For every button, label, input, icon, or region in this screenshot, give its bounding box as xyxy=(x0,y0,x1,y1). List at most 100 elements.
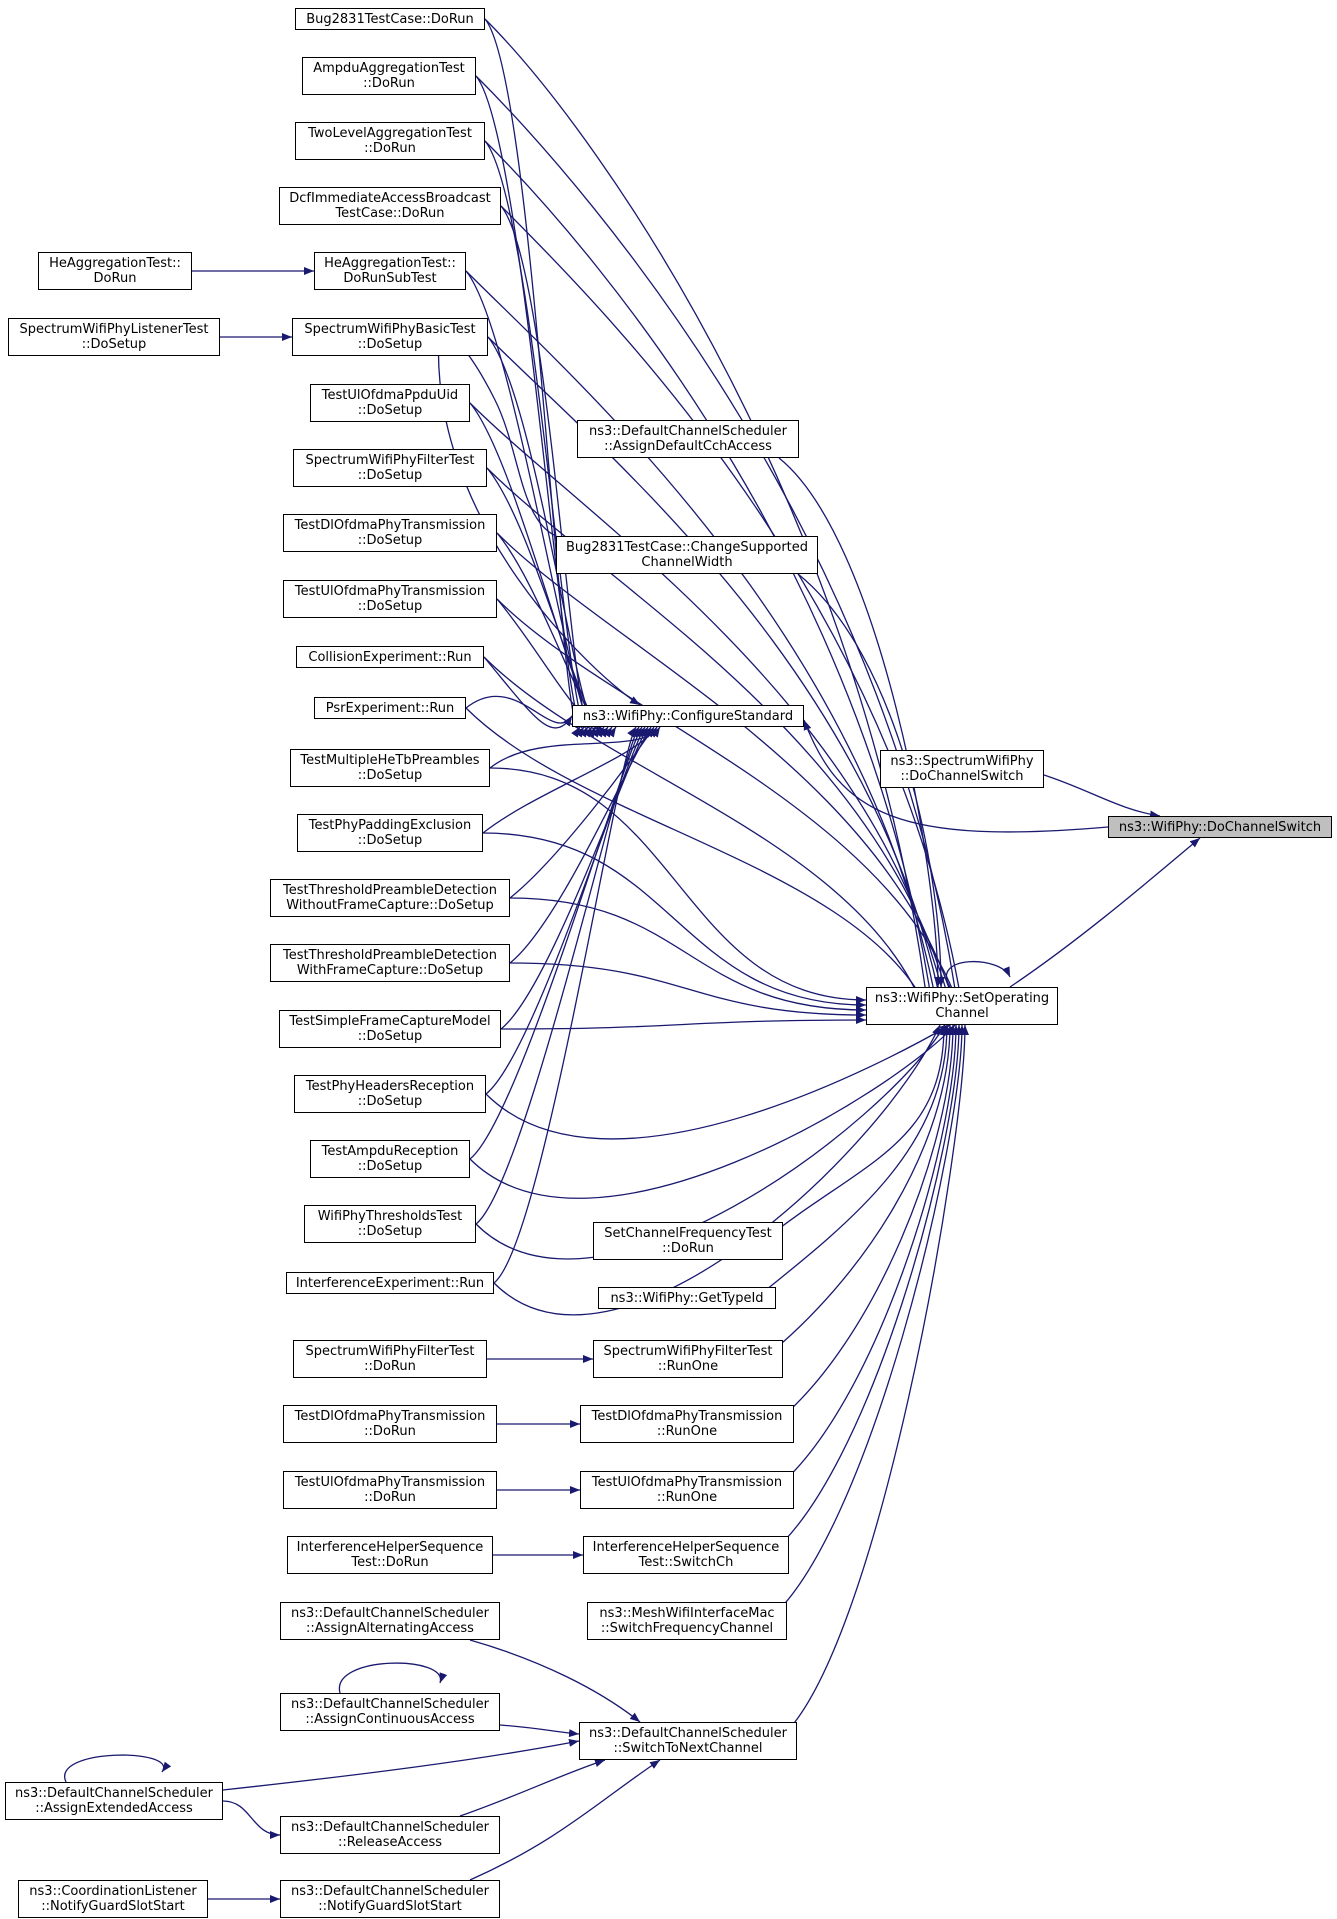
node-label-line: ::DoSetup xyxy=(357,1224,423,1239)
node-listener-setup[interactable]: SpectrumWifiPhyListenerTest::DoSetup xyxy=(8,318,220,356)
node-padding-setup[interactable]: TestPhyPaddingExclusion::DoSetup xyxy=(297,814,483,852)
node-filter-dorun[interactable]: SpectrumWifiPhyFilterTest::DoRun xyxy=(293,1340,487,1378)
node-headers-setup[interactable]: TestPhyHeadersReception::DoSetup xyxy=(294,1075,486,1113)
edge-assign-cont-to-assign-cont xyxy=(339,1662,448,1694)
node-filter-setup[interactable]: SpectrumWifiPhyFilterTest::DoSetup xyxy=(293,449,487,487)
node-label-line: ns3::WifiPhy::ConfigureStandard xyxy=(582,708,794,724)
node-twolevel-dorun[interactable]: TwoLevelAggregationTest::DoRun xyxy=(295,122,485,160)
node-label-line: Test::SwitchCh xyxy=(638,1555,734,1570)
node-ampdu-dorun[interactable]: AmpduAggregationTest::DoRun xyxy=(302,57,476,95)
node-gettypeid[interactable]: ns3::WifiPhy::GetTypeId xyxy=(598,1287,776,1309)
node-ultx-setup[interactable]: TestUlOfdmaPhyTransmission::DoSetup xyxy=(283,580,497,618)
edge-filter-runone-to-set-op xyxy=(762,1024,954,1360)
node-label-line: SetChannelFrequencyTest xyxy=(604,1226,772,1241)
node-label-line: HeAggregationTest:: xyxy=(49,256,181,271)
node-switch-next[interactable]: ns3::DefaultChannelScheduler::SwitchToNe… xyxy=(579,1722,797,1760)
node-label-line: TestDlOfdmaPhyTransmission xyxy=(591,1409,783,1424)
edge-interf-run-to-set-op xyxy=(493,1024,941,1316)
node-assign-alt[interactable]: ns3::DefaultChannelScheduler::AssignAlte… xyxy=(280,1602,500,1640)
node-assign-cont[interactable]: ns3::DefaultChannelScheduler::AssignCont… xyxy=(280,1693,500,1731)
edge-ampdu-dorun-to-set-op xyxy=(475,75,963,1026)
node-label-line: ns3::DefaultChannelScheduler xyxy=(291,1884,489,1899)
edge-assign-cont-to-switch-next xyxy=(499,1724,580,1738)
node-label-line: ::DoRun xyxy=(364,1424,416,1439)
node-multihe-setup[interactable]: TestMultipleHeTbPreambles::DoSetup xyxy=(290,749,490,787)
node-label-line: ::DoSetup xyxy=(357,1159,423,1174)
edge-mesh-switch-to-set-op xyxy=(766,1024,966,1622)
edge-filter-setup-to-set-op xyxy=(486,467,957,1026)
node-label-line: TestUlOfdmaPpduUid xyxy=(321,388,459,403)
node-label-line: ::DoSetup xyxy=(357,599,423,614)
node-dltx-runone[interactable]: TestDlOfdmaPhyTransmission::RunOne xyxy=(580,1405,794,1443)
edge-assign-cch-to-set-op xyxy=(778,457,942,988)
edge-psr-run-to-configure xyxy=(465,695,573,727)
node-label-line: TestThresholdPreambleDetection xyxy=(283,948,497,963)
node-label-line: ns3::MeshWifiInterfaceMac xyxy=(599,1606,775,1621)
node-dltx-setup[interactable]: TestDlOfdmaPhyTransmission::DoSetup xyxy=(283,514,497,552)
node-mesh-switch[interactable]: ns3::MeshWifiInterfaceMac::SwitchFrequen… xyxy=(587,1602,787,1640)
edge-assign-ext-to-assign-ext xyxy=(64,1754,172,1783)
node-label-line: ::AssignAlternatingAccess xyxy=(306,1621,474,1636)
node-notify-guard[interactable]: ns3::DefaultChannelScheduler::NotifyGuar… xyxy=(280,1880,500,1918)
edge-spectrum-switch-to-do-switch xyxy=(1043,774,1161,819)
node-dltx-dorun[interactable]: TestDlOfdmaPhyTransmission::DoRun xyxy=(283,1405,497,1443)
edge-dcf-dorun-to-configure xyxy=(500,205,593,738)
node-configure[interactable]: ns3::WifiPhy::ConfigureStandard xyxy=(572,705,804,727)
node-label-line: TestAmpduReception xyxy=(321,1144,459,1159)
node-filter-runone[interactable]: SpectrumWifiPhyFilterTest::RunOne xyxy=(593,1340,783,1378)
node-assign-cch[interactable]: ns3::DefaultChannelScheduler::AssignDefa… xyxy=(577,420,799,458)
edge-ultx-setup-to-configure xyxy=(496,598,617,738)
edge-thr-with-to-configure xyxy=(509,726,652,964)
node-ultx-runone[interactable]: TestUlOfdmaPhyTransmission::RunOne xyxy=(580,1471,794,1509)
node-label-line: InterferenceExperiment::Run xyxy=(295,1275,485,1291)
node-label-line: TwoLevelAggregationTest xyxy=(308,126,472,141)
edge-dltx-setup-to-set-op xyxy=(496,532,962,1026)
node-label-line: SpectrumWifiPhyFilterTest xyxy=(603,1344,773,1359)
node-bug-dorun[interactable]: Bug2831TestCase::DoRun xyxy=(295,8,485,30)
node-label-line: TestPhyHeadersReception xyxy=(305,1079,475,1094)
node-label-line: ::NotifyGuardSlotStart xyxy=(41,1899,185,1914)
node-label-line: ::DoSetup xyxy=(357,468,423,483)
node-label-line: TestMultipleHeTbPreambles xyxy=(300,753,480,768)
node-release[interactable]: ns3::DefaultChannelScheduler::ReleaseAcc… xyxy=(280,1816,500,1854)
node-heagg-dorun[interactable]: HeAggregationTest::DoRun xyxy=(38,252,192,290)
node-label-line: ::DoSetup xyxy=(357,1094,423,1109)
edge-bug-dorun-to-set-op xyxy=(484,18,933,1026)
edge-collision-run-to-configure xyxy=(483,656,573,729)
edge-ultx-runone-to-set-op xyxy=(773,1024,960,1491)
node-heagg-subtest[interactable]: HeAggregationTest::DoRunSubTest xyxy=(314,252,466,290)
edge-basic-setup-to-configure xyxy=(487,336,601,738)
edge-ultx-setup-to-set-op xyxy=(496,598,967,1026)
edge-release-to-switch-next xyxy=(459,1759,606,1817)
node-label-line: DcfImmediateAccessBroadcast xyxy=(289,191,491,206)
edge-notify-guard-to-switch-next xyxy=(469,1759,661,1881)
node-thresholds-setup[interactable]: WifiPhyThresholdsTest::DoSetup xyxy=(304,1205,476,1243)
node-ampdurx-setup[interactable]: TestAmpduReception::DoSetup xyxy=(310,1140,470,1178)
node-label-line: HeAggregationTest:: xyxy=(324,256,456,271)
node-assign-ext[interactable]: ns3::DefaultChannelScheduler::AssignExte… xyxy=(5,1782,223,1820)
node-label-line: ::DoRun xyxy=(364,1359,416,1374)
edge-assign-ext-to-release xyxy=(222,1800,281,1839)
edge-thresholds-setup-to-configure xyxy=(475,726,640,1225)
node-label-line: ::ReleaseAccess xyxy=(337,1835,443,1850)
edge-thr-with-to-set-op xyxy=(509,962,867,1019)
node-simplefc-setup[interactable]: TestSimpleFrameCaptureModel::DoSetup xyxy=(279,1010,501,1048)
node-spectrum-switch[interactable]: ns3::SpectrumWifiPhy::DoChannelSwitch xyxy=(880,750,1044,788)
node-label-line: ns3::DefaultChannelScheduler xyxy=(291,1820,489,1835)
node-ultx-dorun[interactable]: TestUlOfdmaPhyTransmission::DoRun xyxy=(283,1471,497,1509)
edge-multihe-setup-to-set-op xyxy=(489,767,867,1004)
node-psr-run[interactable]: PsrExperiment::Run xyxy=(314,697,466,719)
node-setfreq-dorun[interactable]: SetChannelFrequencyTest::DoRun xyxy=(593,1222,783,1260)
node-coord-listener[interactable]: ns3::CoordinationListener::NotifyGuardSl… xyxy=(18,1880,208,1918)
node-collision-run[interactable]: CollisionExperiment::Run xyxy=(296,646,484,668)
node-basic-setup[interactable]: SpectrumWifiPhyBasicTest::DoSetup xyxy=(292,318,488,356)
node-interf-run[interactable]: InterferenceExperiment::Run xyxy=(286,1272,494,1294)
node-ulppdu-setup[interactable]: TestUlOfdmaPpduUid::DoSetup xyxy=(310,384,470,422)
